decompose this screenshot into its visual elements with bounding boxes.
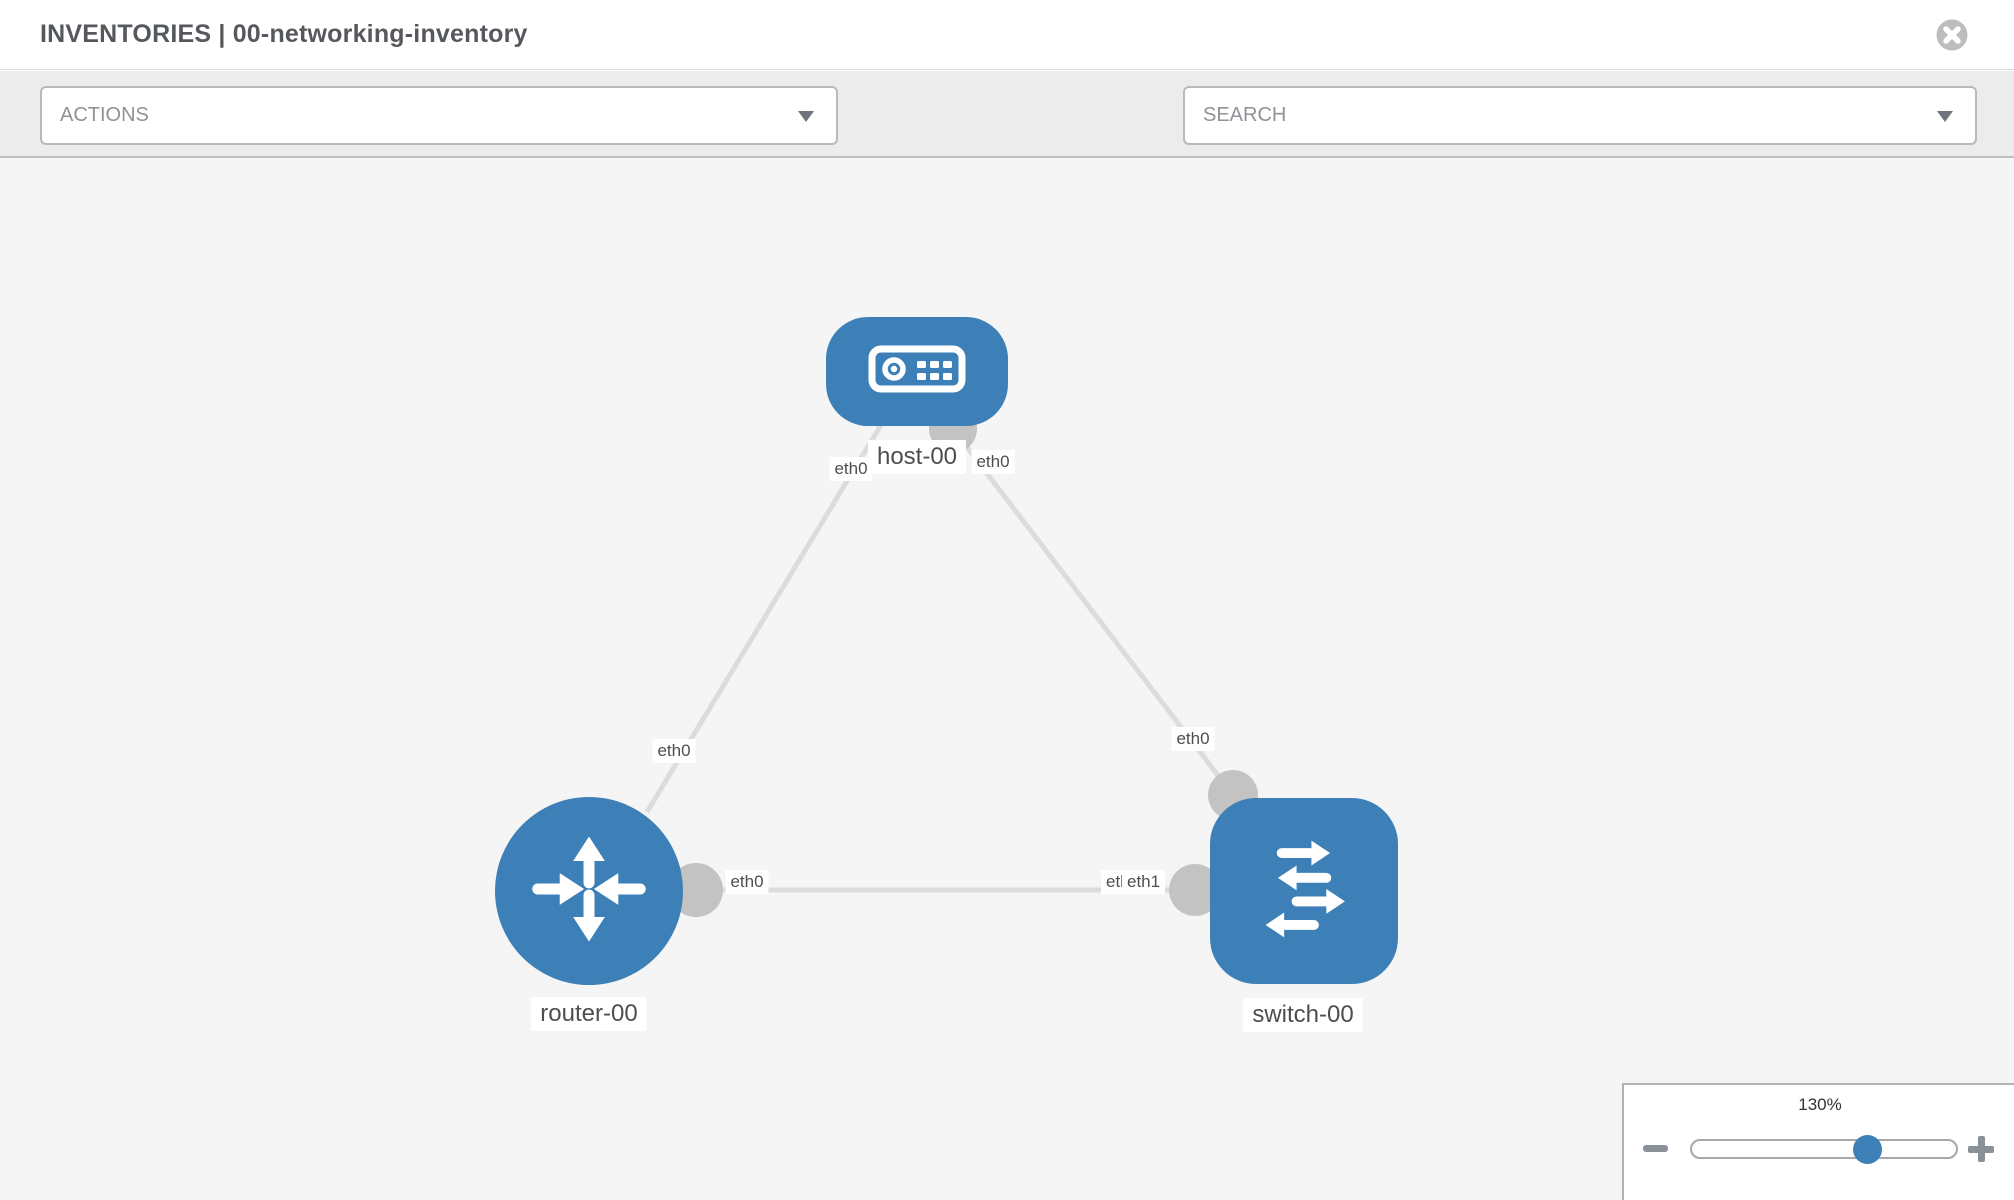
breadcrumb-header: INVENTORIES | 00-networking-inventory [0, 0, 2014, 70]
router-icon [528, 828, 650, 955]
interface-label-host-eth0-left: eth0 [829, 457, 873, 481]
x-circle-icon [1936, 19, 1968, 55]
page-title: INVENTORIES | 00-networking-inventory [40, 20, 528, 48]
node-label-host: host-00 [867, 440, 967, 474]
switch-icon [1242, 827, 1366, 956]
zoom-level-value: 130% [1798, 1095, 1842, 1114]
actions-dropdown[interactable]: ACTIONS [40, 86, 838, 145]
links-layer [644, 405, 1258, 917]
interface-label-router-eth0-uplink: eth0 [652, 739, 696, 763]
connector-dot-router-eth0[interactable] [669, 863, 723, 917]
connector-dot-switch-eth1[interactable] [1169, 864, 1221, 916]
node-router-00[interactable] [495, 797, 683, 985]
zoom-in-button[interactable] [1968, 1136, 1994, 1162]
chevron-down-icon [1937, 110, 1953, 122]
interface-label-host-eth0-right: eth0 [971, 450, 1015, 474]
node-host-00[interactable] [826, 317, 1008, 426]
zoom-slider-track[interactable] [1690, 1139, 1958, 1159]
interface-label-switch-eth1: eth1 [1122, 870, 1166, 894]
node-label-router: router-00 [531, 997, 647, 1031]
chevron-down-icon [798, 110, 814, 122]
zoom-out-button[interactable] [1643, 1145, 1668, 1152]
actions-dropdown-label: ACTIONS [60, 104, 149, 126]
zoom-slider-thumb[interactable] [1853, 1135, 1882, 1164]
host-device-icon [867, 342, 967, 401]
topology-canvas[interactable]: host-00 router-00 switch-00 eth0 eth0 et… [0, 158, 2014, 1200]
interface-label-switch-eth0-uplink: eth0 [1171, 727, 1215, 751]
toolbar: ACTIONS SEARCH [0, 71, 2014, 202]
search-dropdown-label: SEARCH [1203, 104, 1287, 126]
close-button[interactable] [1936, 19, 1968, 51]
search-dropdown[interactable]: SEARCH [1183, 86, 1977, 145]
interface-label-router-eth0: eth0 [725, 870, 769, 894]
node-label-switch: switch-00 [1243, 998, 1363, 1032]
zoom-control-panel: 130% [1622, 1083, 2014, 1200]
node-switch-00[interactable] [1210, 798, 1398, 984]
